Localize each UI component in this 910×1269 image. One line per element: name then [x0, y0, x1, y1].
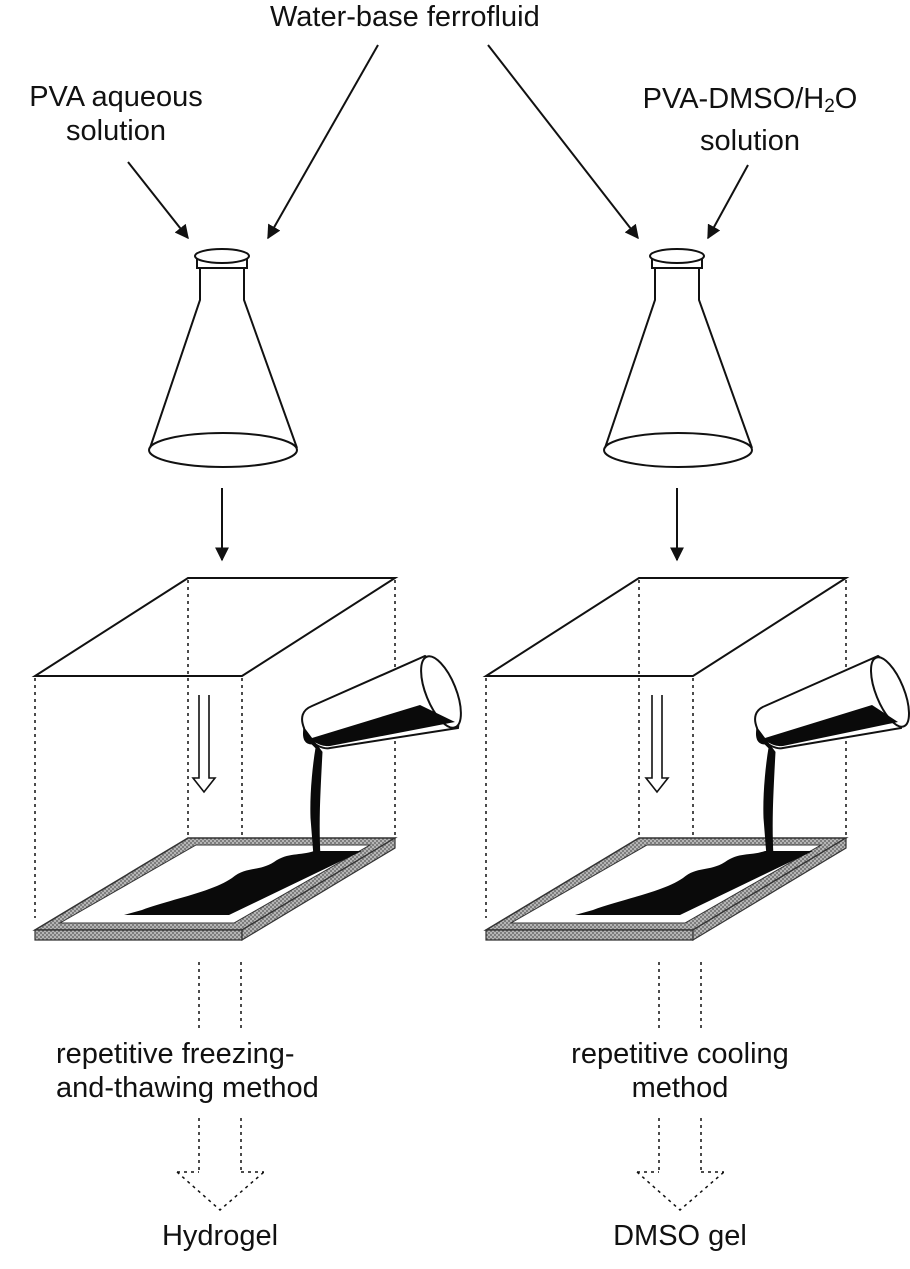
right-input-line2: solution [700, 125, 800, 157]
input-arrows [127, 44, 749, 240]
arrow-ferrofluid-to-left-flask [267, 44, 379, 240]
left-pouring-flask-icon [301, 654, 462, 857]
ferrofluid-label: Water-base ferrofluid [270, 1, 540, 33]
right-mold-assembly [482, 577, 910, 1211]
left-tray-mold-icon [32, 836, 398, 942]
right-method-line1: repetitive cooling [571, 1038, 789, 1070]
left-method-line2: and-thawing method [56, 1072, 319, 1104]
arrow-ferrofluid-to-right-flask [487, 44, 639, 240]
right-input-line1: PVA-DMSO/H2O [600, 82, 900, 124]
left-product-label: Hydrogel [161, 1220, 279, 1252]
right-pouring-flask-icon [754, 654, 910, 857]
right-input-line1-b: O [834, 83, 858, 115]
left-flask-icon [148, 248, 298, 468]
left-input-label: PVA aqueous solution [0, 80, 232, 148]
left-mold-assembly [31, 577, 462, 1211]
right-input-subscript: 2 [824, 96, 835, 117]
right-input-label: PVA-DMSO/H2O solution [600, 82, 900, 158]
right-tray-mold-icon [483, 836, 849, 942]
right-method-line2: method [631, 1072, 729, 1104]
right-input-line1-a: PVA-DMSO/H [642, 83, 825, 115]
left-method-line1: repetitive freezing- [56, 1038, 295, 1070]
right-product-label: DMSO gel [613, 1220, 747, 1252]
arrow-pvadmso-to-right-flask [707, 164, 749, 240]
left-input-line2: solution [66, 115, 166, 147]
left-input-line1: PVA aqueous [29, 81, 203, 113]
left-top-plate [31, 577, 399, 677]
arrow-pva-to-left-flask [127, 161, 189, 240]
right-top-plate [482, 577, 850, 677]
left-method-label: repetitive freezing- and-thawing method [56, 1037, 319, 1105]
right-method-label: repetitive cooling method [520, 1037, 840, 1105]
right-flask-icon [603, 248, 753, 468]
